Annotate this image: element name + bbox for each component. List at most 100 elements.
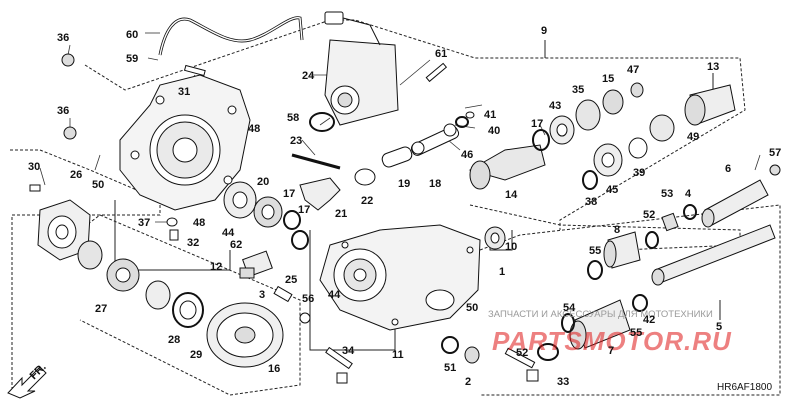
ring-gear-16 — [206, 302, 284, 368]
cap-47 — [630, 82, 644, 98]
plug-2 — [464, 346, 480, 364]
callout-12: 12 — [210, 261, 222, 273]
callout-36a: 36 — [57, 32, 69, 44]
axle-shaft-6 — [701, 179, 769, 228]
shift-fork-21 — [299, 177, 341, 211]
callout-49: 49 — [687, 131, 699, 143]
pinion-gear-14 — [468, 144, 546, 190]
callout-3: 3 — [259, 289, 265, 301]
callout-33: 33 — [557, 376, 569, 388]
frame-left-diff — [10, 149, 161, 396]
washer-29 — [172, 292, 204, 328]
callout-10: 10 — [505, 241, 517, 253]
bolt-30 — [29, 184, 41, 192]
callout-17c: 17 — [531, 118, 543, 130]
callout-9: 9 — [541, 25, 547, 37]
callout-60: 60 — [126, 29, 138, 41]
callout-59: 59 — [126, 53, 138, 65]
callout-37: 37 — [138, 217, 150, 229]
bearing-15 — [602, 89, 624, 115]
shim-28 — [145, 280, 171, 310]
callout-27: 27 — [95, 303, 107, 315]
callout-22: 22 — [361, 195, 373, 207]
callout-35: 35 — [572, 84, 584, 96]
callout-5: 5 — [716, 321, 722, 333]
pin-23 — [291, 153, 341, 170]
bolt-33 — [504, 347, 539, 382]
collar-22 — [354, 168, 376, 186]
callout-30: 30 — [28, 161, 40, 173]
fork-shaft-18 — [410, 123, 460, 156]
actuator-motor — [324, 11, 399, 126]
callout-17a: 17 — [283, 188, 295, 200]
callout-39: 39 — [633, 167, 645, 179]
washer-51 — [441, 336, 459, 354]
callout-56: 56 — [302, 293, 314, 305]
o-ring-42 — [632, 294, 648, 312]
callout-51: 51 — [444, 362, 456, 374]
callout-21: 21 — [335, 208, 347, 220]
frame-ring-gear — [79, 214, 301, 396]
output-shaft-13 — [684, 84, 736, 126]
callout-1: 1 — [499, 266, 505, 278]
parts — [29, 11, 781, 384]
callout-31: 31 — [178, 86, 190, 98]
group-frames — [10, 19, 781, 396]
callout-19: 19 — [398, 178, 410, 190]
callout-7: 7 — [608, 345, 614, 357]
callout-57: 57 — [769, 147, 781, 159]
callout-6: 6 — [725, 163, 731, 175]
cap-36a — [61, 53, 75, 67]
seal-54 — [561, 313, 575, 333]
callout-48b: 48 — [193, 217, 205, 229]
washer-37 — [166, 217, 178, 227]
callout-40: 40 — [488, 125, 500, 137]
seal-38 — [582, 170, 598, 190]
washer-17c — [532, 129, 550, 151]
callout-50b: 50 — [466, 302, 478, 314]
o-ring-52a — [645, 231, 659, 249]
sleeve-19 — [381, 146, 413, 168]
joint-7 — [569, 299, 631, 350]
drive-shaft-5 — [651, 224, 776, 286]
snap-ring-39 — [628, 137, 648, 159]
callout-54: 54 — [563, 302, 576, 314]
cap-36b — [63, 126, 77, 140]
callout-8: 8 — [614, 224, 620, 236]
callout-13: 13 — [707, 61, 719, 73]
bracket-12 — [114, 200, 231, 271]
callout-46: 46 — [461, 149, 473, 161]
callout-2: 2 — [465, 376, 471, 388]
ring-4 — [683, 204, 697, 220]
o-ring-52b — [537, 343, 559, 361]
watermark: ЗАПЧАСТИ И АКСЕССУАРЫ ДЛЯ МОТОТЕХНИКИ PA… — [488, 309, 732, 356]
callout-32: 32 — [187, 237, 199, 249]
callout-43: 43 — [549, 100, 561, 112]
callout-23: 23 — [290, 135, 302, 147]
callout-15: 15 — [602, 73, 614, 85]
callout-24: 24 — [302, 70, 315, 82]
spring-53 — [661, 212, 679, 232]
bolt-34 — [325, 346, 353, 384]
callout-53: 53 — [661, 188, 673, 200]
callout-52a: 52 — [643, 209, 655, 221]
front-direction-arrow: FR. — [7, 361, 49, 399]
cam-gear-27 — [77, 240, 140, 292]
callout-44b: 44 — [328, 289, 341, 301]
callout-55b: 55 — [630, 327, 642, 339]
final-gear-case-11 — [319, 224, 481, 331]
callout-16: 16 — [268, 363, 280, 375]
callout-61: 61 — [435, 48, 447, 60]
callout-25: 25 — [285, 274, 297, 286]
callout-17b: 17 — [298, 204, 310, 216]
callout-47: 47 — [627, 64, 639, 76]
clutch-gear-20 — [223, 181, 283, 228]
callout-55a: 55 — [589, 245, 601, 257]
callout-11: 11 — [392, 349, 404, 361]
o-ring-55a — [587, 260, 603, 280]
watermark-brand: PARTSMOTOR.RU — [492, 326, 732, 356]
callout-62: 62 — [230, 239, 242, 251]
callout-26: 26 — [70, 169, 82, 181]
bolt-61 — [425, 62, 448, 83]
